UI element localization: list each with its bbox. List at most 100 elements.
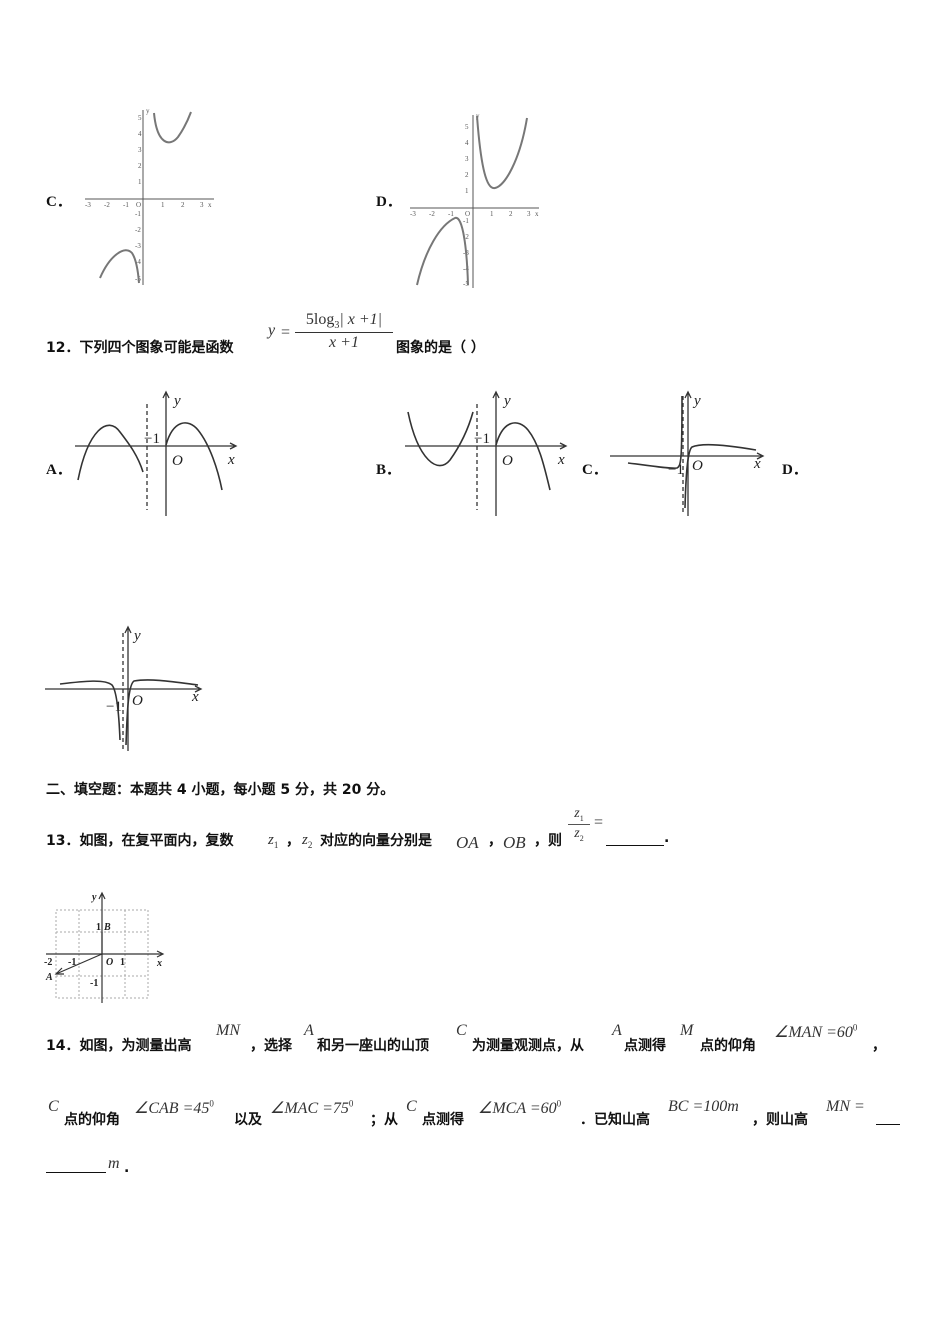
formula-equals: = <box>281 324 291 341</box>
x-axis-label: x <box>753 456 761 472</box>
tick-label: -4 <box>135 258 141 266</box>
graph-11c: -3 -2 -1 O 1 2 3 x 5 4 3 2 1 -1 -2 -3 -4… <box>85 107 214 285</box>
curve-right-branch <box>153 111 192 144</box>
fraction-z1-z2: z1 z2 <box>568 806 590 843</box>
question-number: 12． <box>46 340 80 356</box>
tick-label: -1 <box>463 217 469 225</box>
origin-label: O <box>132 693 143 709</box>
x-axis-label: x <box>557 452 565 468</box>
vector-oa: OA <box>456 833 479 852</box>
tick-label: -1 <box>135 210 141 218</box>
math-a: A <box>612 1022 622 1039</box>
x-axis-label: x <box>535 210 539 218</box>
fraction-numerator: z1 <box>574 806 584 823</box>
z2: z2 <box>302 832 313 850</box>
stem-text: ；从 <box>370 1112 398 1128</box>
angle-mca: ∠MCA =600 <box>478 1098 562 1117</box>
tick-label: -2 <box>135 226 141 234</box>
tick-label: -1 <box>123 201 129 209</box>
graph-12b: y x O −1 <box>405 390 568 516</box>
formula-fraction: 5log3| x +1| x +1 <box>295 311 393 352</box>
angle-mac: ∠MAC =750 <box>270 1098 354 1117</box>
stem-text: 和另一座山的山顶 <box>317 1038 429 1054</box>
tick-label: -2 <box>44 957 52 968</box>
answer-blank[interactable] <box>606 845 664 846</box>
stem-text: 以及 <box>234 1112 262 1128</box>
point-a-label: A <box>45 972 53 983</box>
period: . <box>664 830 670 846</box>
stem-text: 点测得 <box>422 1112 464 1128</box>
minus-one-label: −1 <box>144 431 160 447</box>
stem-text: 下列四个图象可能是函数 <box>79 340 234 356</box>
stem-text: ，选择 <box>250 1038 292 1054</box>
stem-text: 为测量观测点，从 <box>472 1038 584 1054</box>
origin-label: O <box>692 458 703 474</box>
q14-number: 14．如图，为测量出高 <box>46 1038 192 1054</box>
stem-text: 点测得 <box>624 1038 666 1054</box>
period: . <box>124 1160 130 1176</box>
y-axis-label: y <box>502 393 511 409</box>
stem-text: 如图，在复平面内，复数 <box>79 833 234 849</box>
question-number: 13． <box>46 833 80 849</box>
origin-label: O <box>172 453 183 469</box>
stem-text: 点的仰角 <box>700 1038 756 1054</box>
formula-denominator: x +1 <box>329 334 359 352</box>
option-a-label: A． <box>46 462 72 478</box>
angle-cab: ∠CAB =450 <box>134 1098 214 1117</box>
y-axis-label: y <box>146 107 150 115</box>
tick-label: 4 <box>465 139 469 147</box>
graph-12d: y x O −1 <box>45 625 203 751</box>
fraction-denominator: z2 <box>574 825 584 843</box>
tick-label: 1 <box>161 201 165 209</box>
tick-label: -4 <box>463 265 469 273</box>
minus-one-label: −1 <box>668 462 684 478</box>
curve-left-branch <box>416 217 469 286</box>
stem-text: ．已知山高 <box>580 1112 650 1128</box>
q13-stem: 13．如图，在复平面内，复数 <box>46 830 233 850</box>
curve-left-branch <box>99 249 140 284</box>
y-axis-label: y <box>132 628 141 644</box>
tick-label: 3 <box>138 146 142 154</box>
tick-label: 3 <box>527 210 531 218</box>
origin-label: O <box>136 201 141 209</box>
answer-blank-part1[interactable] <box>876 1124 900 1125</box>
tick-label: 1 <box>138 178 142 186</box>
y-axis-label: y <box>91 892 97 903</box>
graph-12a: y x O −1 <box>75 390 238 516</box>
curve-right-branch <box>476 115 528 190</box>
comma: ， <box>286 833 300 849</box>
equals-sign: = <box>594 814 604 831</box>
tick-label: -1 <box>90 978 98 989</box>
tick-label: -1 <box>448 210 454 218</box>
option-c-label: C． <box>46 194 72 210</box>
stem-text-2: 对应的向量分别是 <box>320 833 432 849</box>
tick-label: 5 <box>465 123 469 131</box>
option-b-label: B． <box>376 462 402 478</box>
origin-label: O <box>465 210 470 218</box>
x-axis-label: x <box>208 201 212 209</box>
stem-text-3: ，则 <box>534 833 562 849</box>
section-heading: 二、填空题：本题共 4 小题，每小题 5 分，共 20 分。 <box>46 782 395 798</box>
curve-left <box>59 680 121 741</box>
vector-ob: OB <box>503 833 526 852</box>
origin-label: O <box>106 957 113 968</box>
graph-11d: -3 -2 -1 O 1 2 3 x 5 4 3 2 1 -1 -2 -3 -4… <box>410 112 539 288</box>
tick-label: 3 <box>200 201 204 209</box>
tick-label: 1 <box>96 922 101 933</box>
minus-one-label: −1 <box>106 699 122 715</box>
tick-label: -2 <box>429 210 435 218</box>
height-bc: BC =100m <box>668 1098 739 1115</box>
tick-label: -3 <box>85 201 91 209</box>
point-b-label: B <box>103 922 111 933</box>
stem-text: ，则山高 <box>752 1112 808 1128</box>
math-m: M <box>680 1022 694 1039</box>
curve-right <box>495 422 551 491</box>
x-axis-label: x <box>156 958 162 969</box>
y-axis-label: y <box>692 393 701 409</box>
z1: z1 <box>268 832 279 850</box>
fraction-bar <box>568 823 590 825</box>
answer-blank-part2[interactable] <box>46 1172 106 1173</box>
tick-label: 2 <box>181 201 185 209</box>
math-mn: MN <box>216 1022 240 1039</box>
tick-label: -3 <box>135 242 141 250</box>
